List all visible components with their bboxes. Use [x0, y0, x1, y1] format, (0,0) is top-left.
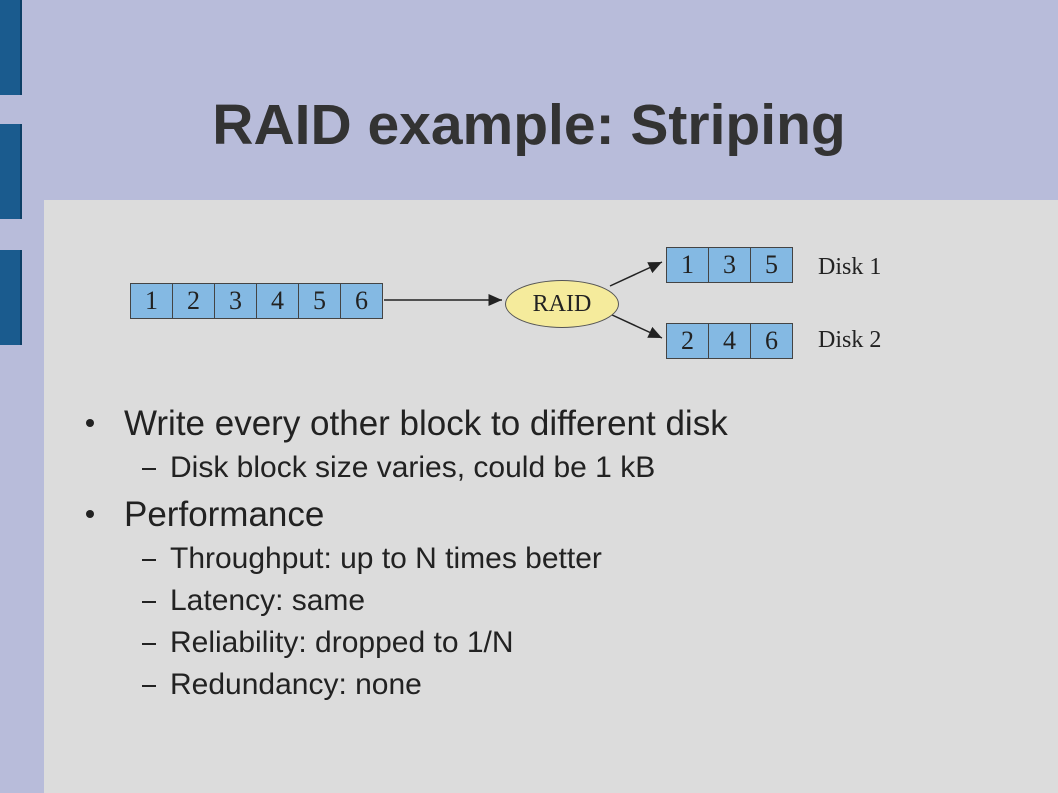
dash-icon: [142, 559, 156, 561]
input-block: 5: [298, 283, 341, 319]
disk2-label: Disk 2: [818, 327, 882, 353]
disk1-block: 1: [666, 247, 709, 283]
input-block: 3: [214, 283, 257, 319]
bullet-text: Performance: [124, 495, 325, 534]
sub-bullet-item: Reliability: dropped to 1/N: [84, 622, 1034, 664]
dash-icon: [142, 468, 156, 470]
bullet-dot-icon: [86, 419, 94, 427]
disk1-block: 3: [708, 247, 751, 283]
sub-bullet-text: Disk block size varies, could be 1 kB: [170, 451, 656, 484]
disk2-block: 2: [666, 323, 709, 359]
sub-bullet-item: Throughput: up to N times better: [84, 538, 1034, 580]
dash-icon: [142, 601, 156, 603]
bullet-text: Write every other block to different dis…: [124, 404, 728, 443]
slide-title: RAID example: Striping: [212, 93, 846, 157]
bullet-list: Write every other block to different dis…: [84, 398, 1034, 706]
sub-bullet-text: Latency: same: [170, 584, 366, 617]
dash-icon: [142, 685, 156, 687]
input-blocks: 1 2 3 4 5 6: [130, 283, 383, 319]
disk1-blocks: 1 3 5: [666, 247, 793, 283]
sub-bullet-item: Latency: same: [84, 580, 1034, 622]
bullet-item: Write every other block to different dis…: [84, 400, 1034, 447]
bullet-item: Performance: [84, 491, 1034, 538]
bullet-dot-icon: [86, 510, 94, 518]
dash-icon: [142, 643, 156, 645]
input-block: 4: [256, 283, 299, 319]
accent-bar-1: [0, 0, 22, 95]
sub-bullet-item: Redundancy: none: [84, 664, 1034, 706]
sub-bullet-text: Throughput: up to N times better: [170, 542, 602, 575]
accent-bar-3: [0, 250, 22, 345]
sub-bullet-text: Reliability: dropped to 1/N: [170, 626, 514, 659]
arrow-to-disk1: [609, 261, 663, 287]
accent-bar-2: [0, 124, 22, 219]
disk2-block: 6: [750, 323, 793, 359]
raid-node: RAID: [505, 280, 619, 328]
input-block: 2: [172, 283, 215, 319]
disk1-block: 5: [750, 247, 793, 283]
disk2-blocks: 2 4 6: [666, 323, 793, 359]
sub-bullet-text: Redundancy: none: [170, 668, 422, 701]
disk1-label: Disk 1: [818, 254, 882, 280]
disk2-block: 4: [708, 323, 751, 359]
input-block: 6: [340, 283, 383, 319]
sub-bullet-item: Disk block size varies, could be 1 kB: [84, 447, 1034, 489]
arrow-to-disk2: [609, 313, 663, 339]
input-block: 1: [130, 283, 173, 319]
